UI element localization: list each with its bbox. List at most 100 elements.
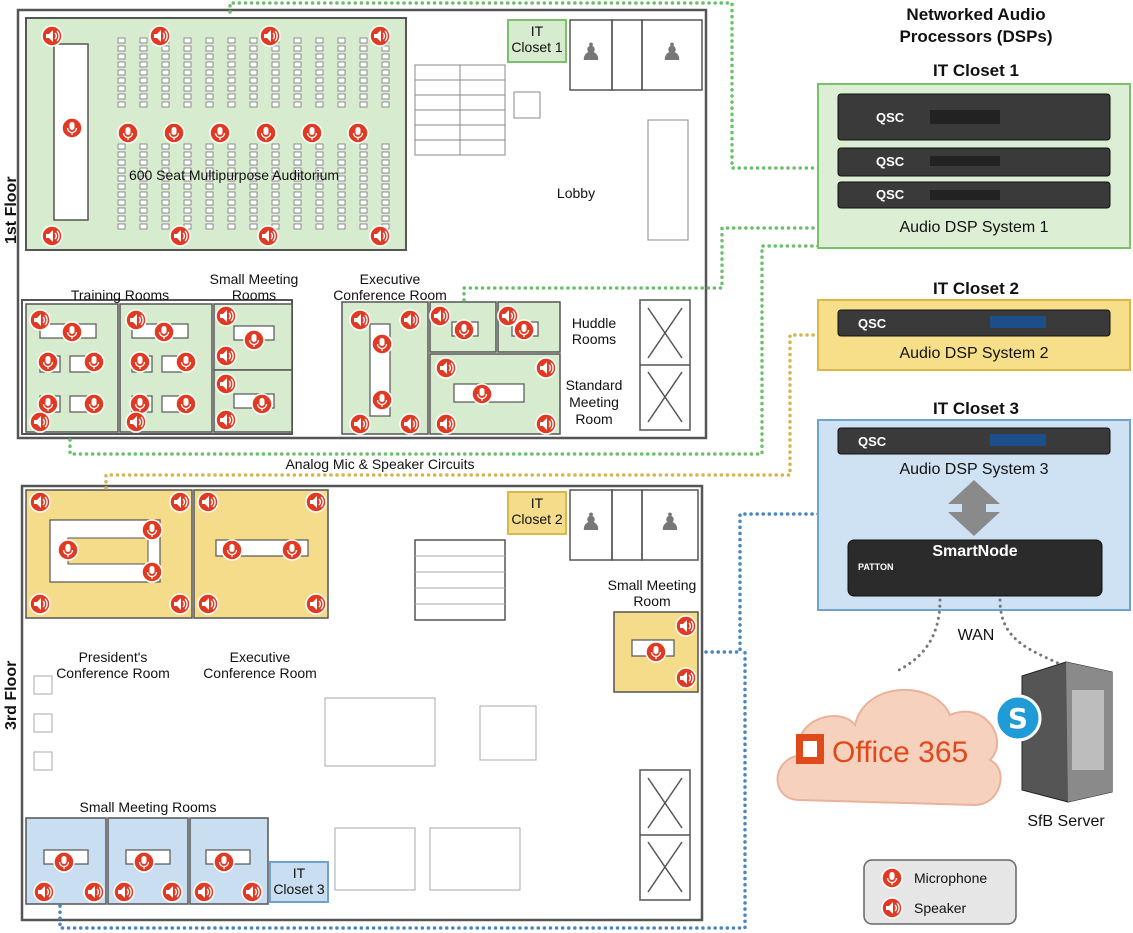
legend: Microphone Speaker xyxy=(863,859,1017,925)
legend-microphone-icon xyxy=(881,867,903,889)
it-closet-2-heading: IT Closet 2 xyxy=(933,279,1019,298)
speaker-icon xyxy=(435,357,457,379)
restroom-men-icon: ♟ xyxy=(580,38,602,66)
it-closet-3-label-line2: Closet 3 xyxy=(273,881,325,897)
green-circuit-2 xyxy=(462,226,822,302)
restroom-men-3f-icon: ♟ xyxy=(580,508,602,536)
microphone-icon xyxy=(281,539,303,561)
speaker-icon xyxy=(113,881,135,903)
speaker-icon xyxy=(305,593,327,615)
speaker-icon xyxy=(535,413,557,435)
speaker-icon xyxy=(197,593,219,615)
speaker-icon xyxy=(369,225,391,247)
speaker-icon xyxy=(497,305,519,327)
smartnode-gateway xyxy=(847,539,1103,597)
microphone-icon xyxy=(175,393,197,415)
it-closet-2-label-line1: IT xyxy=(531,495,544,511)
speaker-icon xyxy=(215,345,237,367)
legend-speaker-icon xyxy=(881,897,903,919)
small-meeting-rooms-1f-label-line1: Small Meeting xyxy=(210,271,299,287)
speaker-icon xyxy=(169,593,191,615)
microphone-icon xyxy=(141,519,163,541)
sfb-server-label: SfB Server xyxy=(1027,813,1105,830)
office365-label: Office 365 xyxy=(832,736,968,769)
dsp-system-3-label: Audio DSP System 3 xyxy=(899,461,1048,478)
microphone-icon xyxy=(301,122,323,144)
it-closet-1-panel: IT Closet 1 QSC QSC QSC Audio DSP System… xyxy=(817,61,1131,249)
microphone-icon xyxy=(243,329,265,351)
standard-meeting-room-label-line1: Standard xyxy=(566,377,623,393)
speaker-icon xyxy=(125,309,147,331)
huddle-rooms-label-line1: Huddle xyxy=(572,315,617,331)
it-closet-1-label-line1: IT xyxy=(531,23,544,39)
speaker-icon xyxy=(675,615,697,637)
executive-conference-room-1f-label-line2: Conference Room xyxy=(333,287,447,303)
speaker-icon xyxy=(259,25,281,47)
microphone-icon xyxy=(57,539,79,561)
executive-conference-room-1f-label-line1: Executive xyxy=(360,271,421,287)
speaker-icon xyxy=(149,25,171,47)
sfb-server: S SfB Server xyxy=(994,661,1113,830)
speaker-icon xyxy=(215,409,237,431)
it-closet-3-panel: IT Closet 3 QSC Audio DSP System 3 Smart… xyxy=(817,399,1131,611)
lobby-label: Lobby xyxy=(557,185,595,201)
speaker-icon xyxy=(349,309,371,331)
skype-logo-icon xyxy=(994,694,1042,742)
microphone-icon xyxy=(371,389,393,411)
dsp-1c-brand: QSC xyxy=(876,187,905,202)
microphone-icon xyxy=(209,122,231,144)
speaker-icon xyxy=(675,667,697,689)
office365-cloud: Office 365 xyxy=(776,688,1002,807)
huddle-rooms-label-line2: Rooms xyxy=(572,331,616,347)
speaker-icon xyxy=(399,309,421,331)
blue-circuit-2 xyxy=(58,650,747,930)
yellow-circuit xyxy=(104,333,822,490)
speaker-icon xyxy=(197,491,219,513)
wan-label: WAN xyxy=(958,627,995,644)
speaker-icon xyxy=(29,491,51,513)
restroom-women-3f-icon: ♟ xyxy=(659,508,681,536)
standard-meeting-room-label-line3: Room xyxy=(575,411,612,427)
executive-conference-room-3f-label-line1: Executive xyxy=(230,649,291,665)
microphone-icon xyxy=(255,122,277,144)
it-closet-1-heading: IT Closet 1 xyxy=(933,61,1019,80)
it-closet-2-box xyxy=(507,491,567,535)
microphone-icon xyxy=(83,351,105,373)
microphone-icon xyxy=(117,122,139,144)
first-floor-plan: IT Closet 1 ♟ ♟ Lobby 600 Seat Multipurp… xyxy=(16,8,708,440)
microphone-icon xyxy=(53,851,75,873)
legend-microphone-label: Microphone xyxy=(914,870,987,886)
presidents-conference-room-label-line2: Conference Room xyxy=(56,665,170,681)
it-closet-1-box xyxy=(507,19,567,63)
title-line1: Networked Audio xyxy=(906,5,1045,24)
dsp-2-brand: QSC xyxy=(858,316,887,331)
microphone-icon xyxy=(37,393,59,415)
microphone-icon xyxy=(133,851,155,873)
dsp-system-2-label: Audio DSP System 2 xyxy=(899,345,1048,362)
speaker-icon xyxy=(535,357,557,379)
dsp-system-1-label: Audio DSP System 1 xyxy=(899,219,1048,236)
microphone-icon xyxy=(153,321,175,343)
microphone-icon xyxy=(513,319,535,341)
microphone-icon xyxy=(163,122,185,144)
third-floor-plan: IT Closet 2 ♟ ♟ IT Closet 3 xyxy=(20,484,704,922)
it-closet-1-label-line2: Closet 1 xyxy=(511,39,563,55)
presidents-conference-room-label-line1: President's xyxy=(79,649,148,665)
green-circuit-1 xyxy=(228,1,822,170)
gateway-maker: PATTON xyxy=(858,562,894,572)
speaker-icon xyxy=(241,881,263,903)
microphone-icon xyxy=(141,561,163,583)
microphone-icon xyxy=(347,122,369,144)
speaker-icon xyxy=(161,881,183,903)
microphone-icon xyxy=(175,351,197,373)
speaker-icon xyxy=(305,491,327,513)
speaker-icon xyxy=(29,411,51,433)
small-meeting-rooms-3f-label: Small Meeting Rooms xyxy=(80,799,217,815)
microphone-icon xyxy=(83,393,105,415)
speaker-icon xyxy=(429,305,451,327)
speaker-icon xyxy=(169,225,191,247)
small-meeting-rooms-1f-label-line2: Rooms xyxy=(232,287,276,303)
microphone-icon xyxy=(221,539,243,561)
executive-conference-room-3f-label-line2: Conference Room xyxy=(203,665,317,681)
microphone-icon xyxy=(37,351,59,373)
